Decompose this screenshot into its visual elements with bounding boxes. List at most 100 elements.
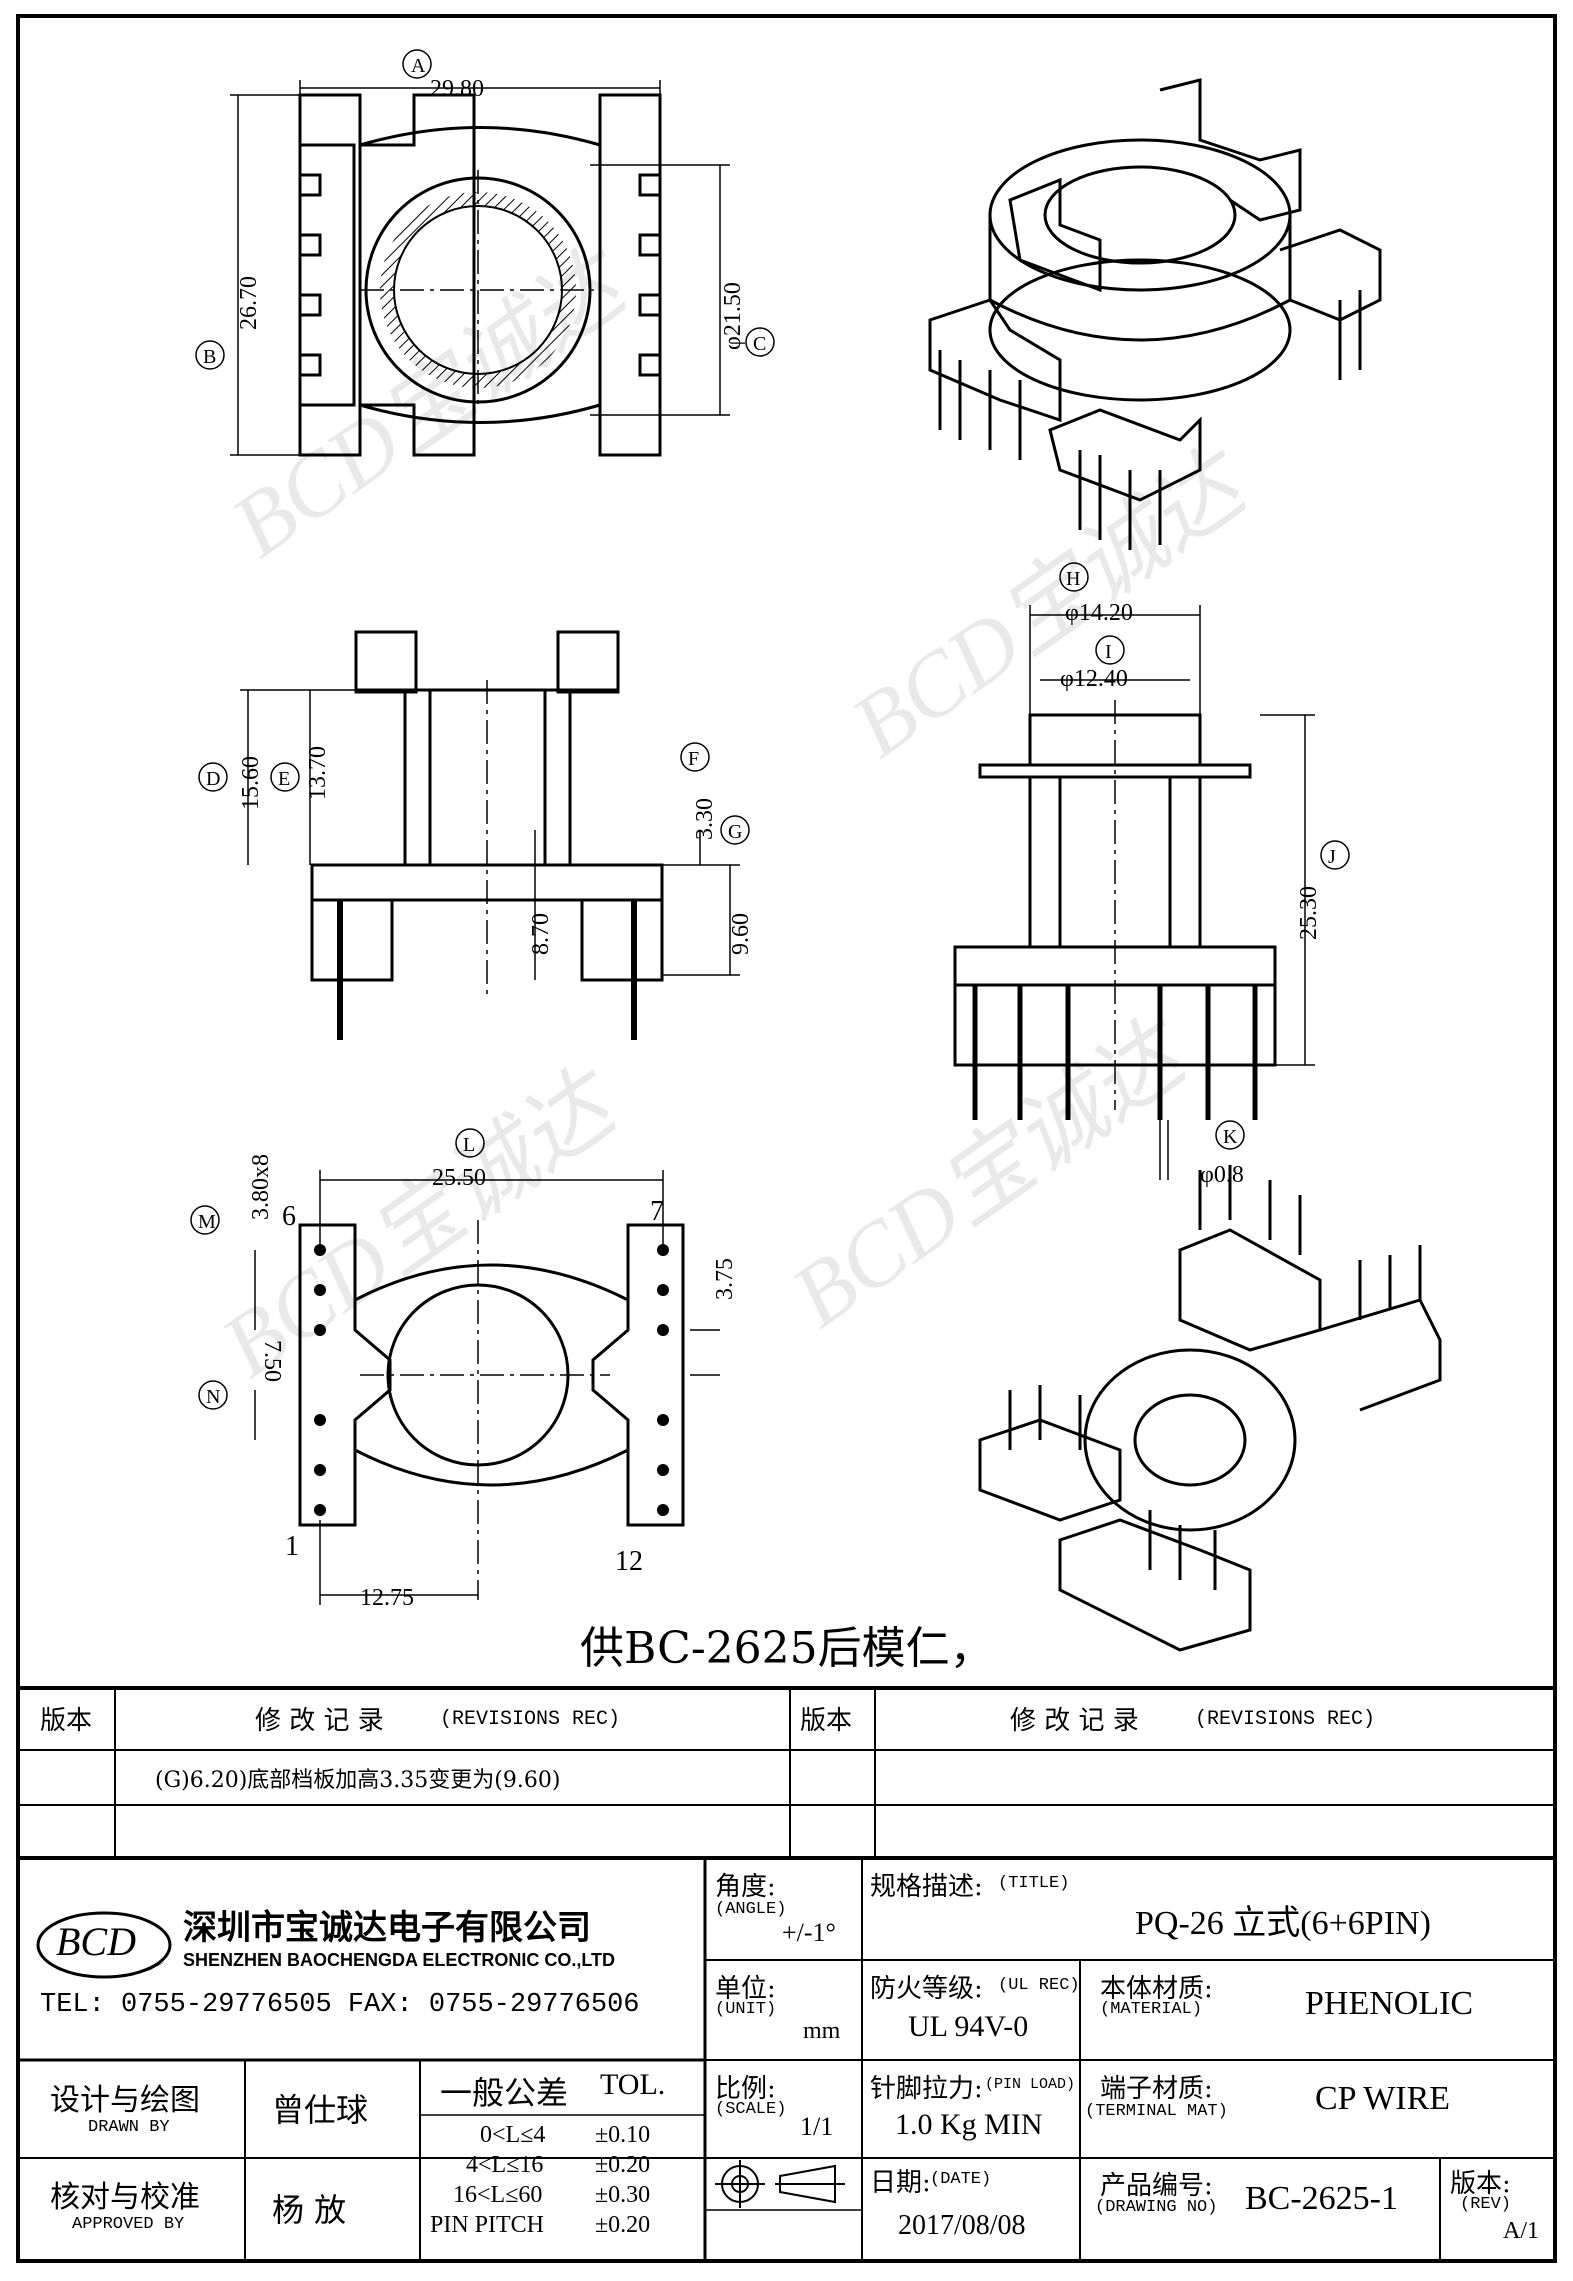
letter-B: B — [203, 346, 216, 368]
letter-A: A — [411, 55, 426, 77]
approved-value: 杨 放 — [272, 2191, 347, 2229]
dim-375: 3.75 — [712, 1258, 738, 1300]
angle-value: +/-1° — [782, 1918, 836, 1947]
tol-range-4: PIN PITCH — [430, 2212, 545, 2238]
company-name-cn: 深圳市宝诚达电子有限公司 — [183, 1908, 591, 1948]
pinload-label: 针脚拉力: — [870, 2074, 983, 2104]
rev-left-ver: 版本 — [40, 1706, 93, 1736]
revision-row-1: (G)6.20)底部档板加高3.35变更为(9.60) — [155, 1768, 561, 1793]
terminal-label: 端子材质: — [1100, 2074, 1213, 2104]
letter-I: I — [1105, 641, 1112, 663]
terminal-en: (TERMINAL MAT) — [1085, 2102, 1228, 2121]
angle-en: (ANGLE) — [715, 1900, 787, 1919]
tol-range-1: 0<L≤4 — [480, 2122, 546, 2148]
letter-H: H — [1066, 568, 1080, 590]
company-contact: TEL: 0755-29776505 FAX: 0755-29776506 — [40, 1990, 640, 2020]
dim-F: 3.30 — [692, 798, 718, 840]
pin-label-12: 12 — [615, 1546, 643, 1577]
letter-E: E — [278, 768, 290, 790]
letter-L: L — [463, 1134, 475, 1156]
tol-value-3: ±0.30 — [595, 2182, 651, 2208]
dim-M: 3.80x8 — [248, 1154, 274, 1220]
scale-value: 1/1 — [800, 2112, 834, 2141]
letter-F: F — [688, 748, 699, 770]
rev-value: A/1 — [1503, 2218, 1539, 2244]
dim-C: φ21.50 — [720, 282, 746, 350]
tol-value-1: ±0.10 — [595, 2122, 651, 2148]
dim-B: 26.70 — [236, 276, 262, 330]
material-label: 本体材质: — [1100, 1974, 1213, 2004]
iso-view-top — [928, 78, 1382, 550]
rev-en: (REV) — [1460, 2195, 1512, 2214]
drawing-no-value: BC-2625-1 — [1245, 2180, 1398, 2217]
rev-left-title-en: (REVISIONS REC) — [440, 1708, 621, 1731]
tol-en: TOL. — [600, 2068, 666, 2101]
tol-range-3: 16<L≤60 — [453, 2182, 543, 2208]
pin-label-6: 6 — [282, 1201, 296, 1232]
rev-right-title-en: (REVISIONS REC) — [1195, 1708, 1376, 1731]
approved-en: APPROVED BY — [72, 2215, 185, 2234]
dim-K: φ0.8 — [1200, 1162, 1244, 1188]
title-en: (TITLE) — [998, 1874, 1070, 1893]
title-label: 规格描述: — [870, 1872, 983, 1902]
scale-label: 比例: — [715, 2074, 776, 2104]
drawn-en: DRAWN BY — [88, 2118, 170, 2137]
letter-M: M — [198, 1211, 216, 1233]
ul-en: (UL REC) — [998, 1976, 1080, 1995]
unit-value: mm — [803, 2018, 841, 2044]
dim-G: 9.60 — [728, 913, 754, 955]
letter-N: N — [206, 1386, 220, 1408]
pinload-value: 1.0 Kg MIN — [895, 2108, 1043, 2141]
projection-symbol — [715, 2160, 845, 2208]
mold-note: 供BC-2625后模仁， — [580, 1623, 994, 1674]
pin-label-1: 1 — [285, 1531, 299, 1562]
letter-G: G — [728, 821, 742, 843]
letter-K: K — [1223, 1126, 1238, 1148]
front-view — [198, 630, 750, 1040]
ul-value: UL 94V-0 — [908, 2010, 1029, 2043]
dim-1275: 12.75 — [360, 1585, 414, 1611]
rev-right-ver: 版本 — [800, 1706, 853, 1736]
unit-label: 单位: — [715, 1974, 776, 2004]
bottom-view — [190, 1128, 720, 1605]
unit-en: (UNIT) — [715, 2000, 777, 2019]
rev-left-title: 修 改 记 录 — [255, 1706, 384, 1736]
company-logo — [36, 1911, 172, 1979]
dim-I: φ12.40 — [1060, 666, 1128, 692]
date-value: 2017/08/08 — [898, 2210, 1026, 2241]
dim-J: 25.30 — [1296, 886, 1322, 940]
letter-D: D — [206, 768, 220, 790]
rev-label: 版本: — [1450, 2169, 1511, 2199]
outer-frame — [16, 14, 1557, 2263]
terminal-value: CP WIRE — [1315, 2080, 1451, 2117]
iso-view-bottom — [978, 1165, 1442, 1652]
dim-D: 15.60 — [238, 756, 264, 810]
letter-J: J — [1328, 846, 1336, 868]
side-view — [953, 562, 1350, 1180]
dim-A: 29.80 — [430, 76, 484, 102]
tol-label: 一般公差 — [440, 2074, 569, 2112]
dim-H: φ14.20 — [1065, 600, 1133, 626]
date-label: 日期: — [870, 2168, 931, 2198]
letter-C: C — [753, 333, 766, 355]
dim-L: 25.50 — [432, 1165, 486, 1191]
top-view — [195, 49, 775, 457]
company-name-en: SHENZHEN BAOCHENGDA ELECTRONIC CO.,LTD — [183, 1950, 615, 1970]
angle-label: 角度: — [715, 1872, 776, 1902]
approved-label: 核对与校准 — [50, 2180, 200, 2215]
tol-range-2: 4<L≤16 — [466, 2152, 544, 2178]
drawing-no-en: (DRAWING NO) — [1095, 2198, 1218, 2217]
company-logo-text: BCD — [56, 1919, 136, 1964]
dim-870: 8.70 — [528, 913, 554, 955]
dim-N: 7.50 — [259, 1340, 285, 1382]
title-value: PQ-26 立式(6+6PIN) — [1135, 1905, 1431, 1942]
drawn-value: 曾仕球 — [272, 2091, 369, 2129]
drawn-label: 设计与绘图 — [50, 2083, 200, 2118]
dim-E: 13.70 — [305, 746, 331, 800]
scale-en: (SCALE) — [715, 2100, 787, 2119]
tol-value-2: ±0.20 — [595, 2152, 651, 2178]
material-en: (MATERIAL) — [1100, 2000, 1203, 2019]
